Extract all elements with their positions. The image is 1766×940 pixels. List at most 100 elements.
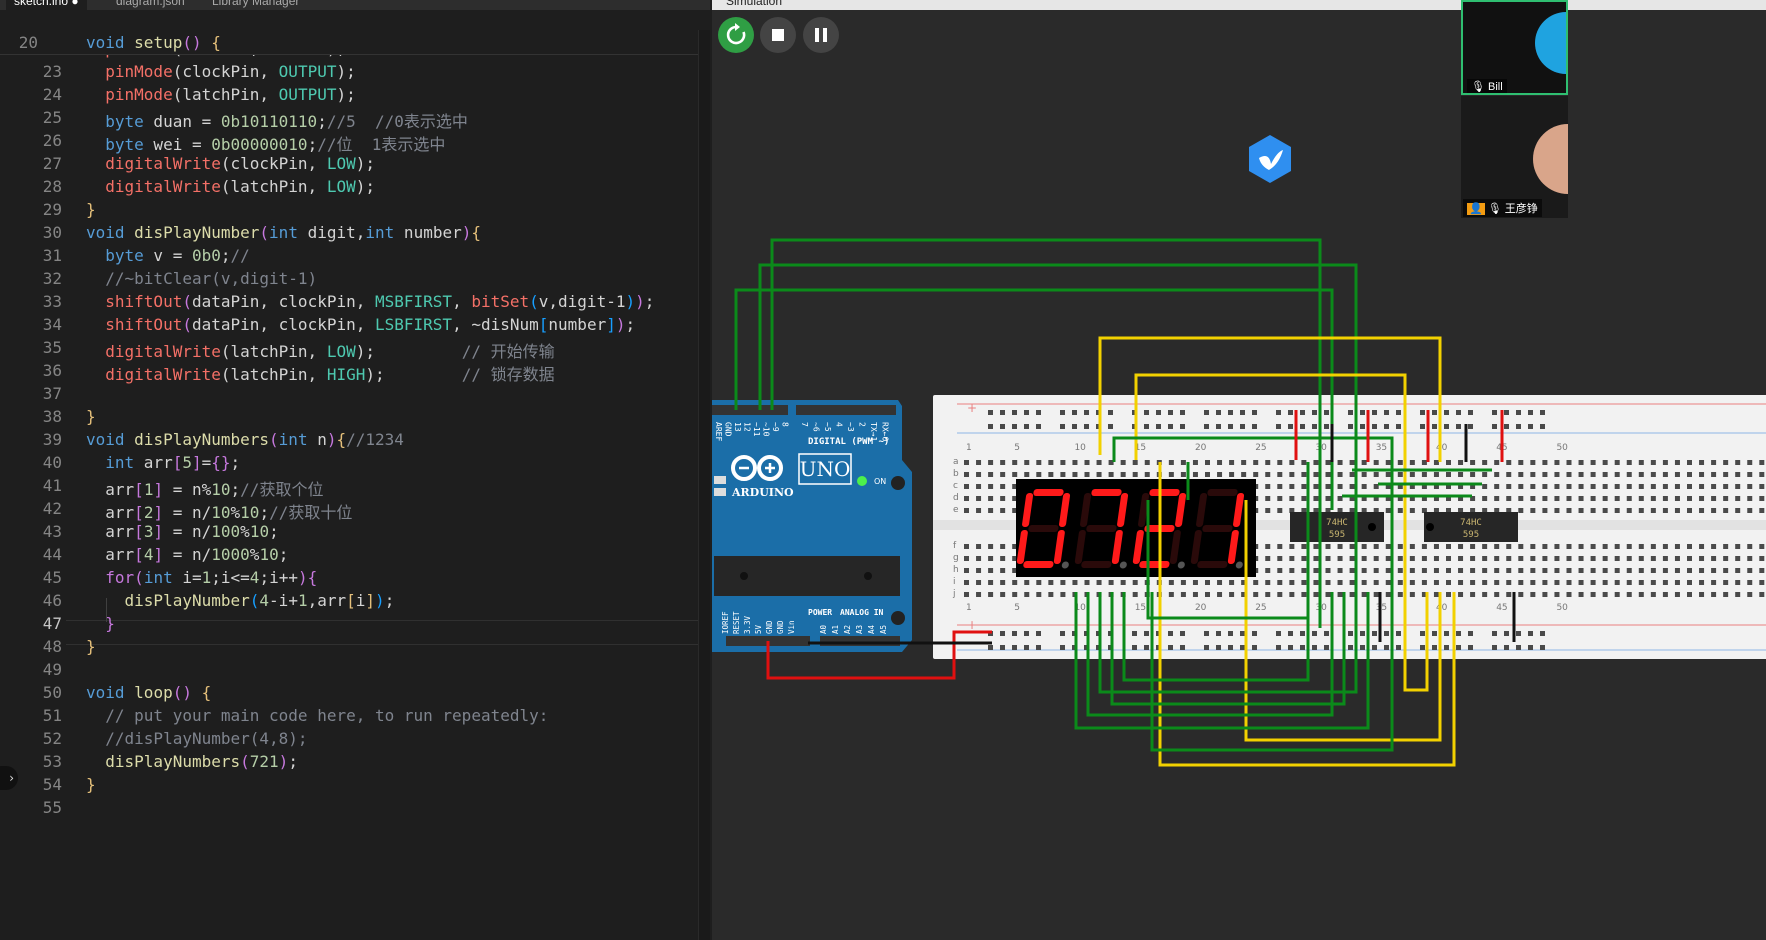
tab-sketch[interactable]: sketch.ino ● (6, 0, 87, 10)
wires[interactable] (734, 238, 1516, 767)
arduino-pin-label: RX←0 (881, 422, 890, 441)
breadboard-row-letter: a (953, 457, 959, 467)
code-line[interactable]: byte wei = 0b00000010;//位 1表示选中 (105, 135, 446, 154)
wire-green[interactable] (1074, 592, 1370, 730)
line-number: 44 (42, 545, 62, 564)
arduino-pin-label: 13 (733, 422, 742, 432)
wire-green[interactable] (758, 263, 1358, 626)
arduino-infinity-logo (731, 455, 783, 481)
stop-button[interactable] (760, 17, 796, 53)
code-line[interactable]: } (86, 637, 96, 656)
participant-name-badge: 🎙 Bill (1467, 79, 1507, 93)
wire-yellow[interactable] (1244, 500, 1442, 742)
seven-segment-display[interactable] (1016, 479, 1256, 577)
code-line[interactable]: void loop() { (86, 683, 212, 702)
wire-green[interactable] (1146, 462, 1310, 620)
code-line[interactable]: } (86, 407, 96, 426)
wire-yellow[interactable] (1158, 462, 1456, 767)
breadboard-column-number: 45 (1496, 603, 1507, 613)
wire-green[interactable] (1122, 592, 1310, 682)
display-digit (1190, 489, 1245, 569)
restart-button[interactable] (718, 17, 754, 53)
board-model-label: UNO (800, 457, 851, 481)
user-icon: 👤 (1467, 203, 1485, 215)
wire-green[interactable] (1086, 592, 1334, 717)
breadboard-row-letter: i (953, 577, 956, 587)
line-number: 39 (42, 430, 62, 449)
line-number: 49 (42, 660, 62, 679)
circuit-canvas[interactable]: 1155101015152020252530303535404045455050… (712, 0, 1766, 940)
code-line[interactable]: arr[4] = n/1000%10; (86, 545, 289, 564)
shift-register-chip-2[interactable]: 74HC 595 (1424, 512, 1518, 542)
expand-panel-button[interactable]: › (0, 766, 18, 790)
code-line[interactable]: digitalWrite(latchPin, HIGH); // 锁存数据 (105, 365, 555, 384)
line-number: 42 (42, 499, 62, 518)
code-line[interactable]: void disPlayNumbers(int n){//1234 (86, 430, 404, 449)
line-number: 24 (42, 85, 62, 104)
code-line[interactable]: } (105, 614, 115, 633)
code-line[interactable]: } (86, 200, 96, 219)
wire-green[interactable] (734, 288, 1334, 510)
arduino-pin-label: 5V (754, 624, 763, 634)
line-number: 48 (42, 637, 62, 656)
display-digit (1016, 489, 1071, 569)
code-line[interactable]: byte duan = 0b10110110;//5 //0表示选中 (105, 112, 468, 131)
breadboard-row-letter: g (953, 553, 959, 563)
code-line[interactable]: void disPlayNumber(int digit,int number)… (86, 223, 482, 242)
line-number: 37 (42, 384, 62, 403)
breadboard-plus-marker: + (967, 401, 977, 415)
pause-button[interactable] (803, 17, 839, 53)
code-line[interactable]: byte v = 0b0;// (105, 246, 250, 265)
code-line[interactable]: int arr[5]={}; (105, 453, 241, 472)
code-line[interactable]: disPlayNumbers(721); (105, 752, 298, 771)
code-line[interactable]: arr[1] = n%10;//获取个位 (86, 480, 324, 499)
code-line[interactable]: } (86, 775, 96, 794)
participant-video-tile[interactable]: 👤 🎙 王彦铮 (1461, 96, 1568, 218)
arduino-uno-board[interactable]: UNO ARDUINO ON DIGITAL (PWM ~) POWER ANA… (712, 400, 912, 652)
line-number: 25 (42, 108, 62, 127)
code-line[interactable]: arr[2] = n/10%10;//获取十位 (86, 503, 353, 522)
code-line[interactable]: pinMode(clockPin, OUTPUT); (105, 62, 356, 81)
tab-library-manager[interactable]: Library Manager (212, 0, 300, 8)
line-number: 53 (42, 752, 62, 771)
code-line[interactable]: disPlayNumber(4-i+1,arr[i]); (124, 591, 395, 610)
line-number: 43 (42, 522, 62, 541)
code-line[interactable]: digitalWrite(latchPin, LOW); (105, 177, 375, 196)
arduino-pin-label: 3.3V (743, 615, 752, 634)
wire-green[interactable] (770, 238, 1322, 628)
editor-scrollbar[interactable] (698, 30, 710, 940)
shift-register-chip-1[interactable]: 74HC 595 (1290, 512, 1384, 542)
wire-green[interactable] (1112, 436, 1394, 752)
simulation-tab-label: Simulation (726, 0, 783, 8)
wire-green[interactable] (1098, 592, 1358, 694)
simulation-tab[interactable]: Simulation (712, 0, 1766, 10)
chip-label: 595 (1463, 530, 1479, 540)
avatar (1535, 12, 1566, 74)
participant-video-tile[interactable]: 🎙 Bill (1461, 0, 1568, 95)
code-line[interactable]: // put your main code here, to run repea… (105, 706, 549, 725)
arduino-pin-label: A1 (831, 625, 840, 634)
arduino-pin-label: A4 (867, 624, 876, 634)
code-line[interactable]: shiftOut(dataPin, clockPin, LSBFIRST, ~d… (105, 315, 636, 334)
tab-diagram[interactable]: diagram.json (116, 0, 185, 8)
wire-yellow[interactable] (1134, 373, 1429, 692)
indent-guide (106, 598, 107, 622)
line-number: 45 (42, 568, 62, 587)
arduino-pin-label: ~9 (771, 422, 780, 432)
code-line[interactable]: shiftOut(dataPin, clockPin, MSBFIRST, bi… (105, 292, 655, 311)
code-line[interactable]: digitalWrite(latchPin, LOW); // 开始传输 (105, 342, 555, 361)
code-line[interactable]: for(int i=1;i<=4;i++){ (105, 568, 318, 587)
code-line[interactable]: pinMode(latchPin, OUTPUT); (105, 85, 356, 104)
code-editor[interactable]: sketch.ino ● diagram.json Library Manage… (0, 0, 710, 940)
code-line[interactable]: //~bitClear(v,digit-1) (105, 269, 318, 288)
code-line[interactable]: //disPlayNumber(4,8); (105, 729, 308, 748)
code-line[interactable]: arr[3] = n/100%10; (86, 522, 279, 541)
sticky-scroll-header[interactable]: 20 void setup() { (0, 31, 698, 55)
wire-green[interactable] (1110, 592, 1346, 706)
code-line[interactable]: digitalWrite(clockPin, LOW); (105, 154, 375, 173)
wire-red[interactable] (766, 630, 992, 680)
chevron-right-icon: › (9, 771, 14, 785)
wire-yellow[interactable] (1098, 336, 1442, 462)
bird-app-icon[interactable] (1247, 134, 1293, 184)
